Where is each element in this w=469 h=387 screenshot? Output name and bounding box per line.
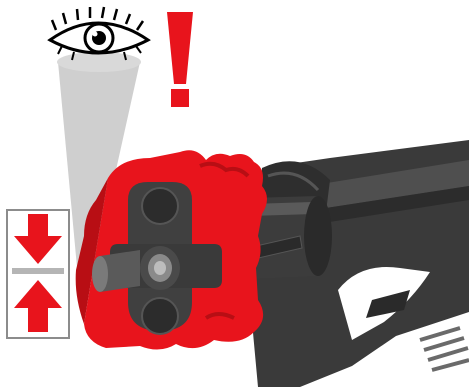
sight-beam-top bbox=[57, 52, 141, 72]
pinch-arrows-icon bbox=[7, 210, 69, 338]
eye-icon bbox=[50, 7, 148, 60]
exclamation-icon bbox=[167, 12, 193, 107]
